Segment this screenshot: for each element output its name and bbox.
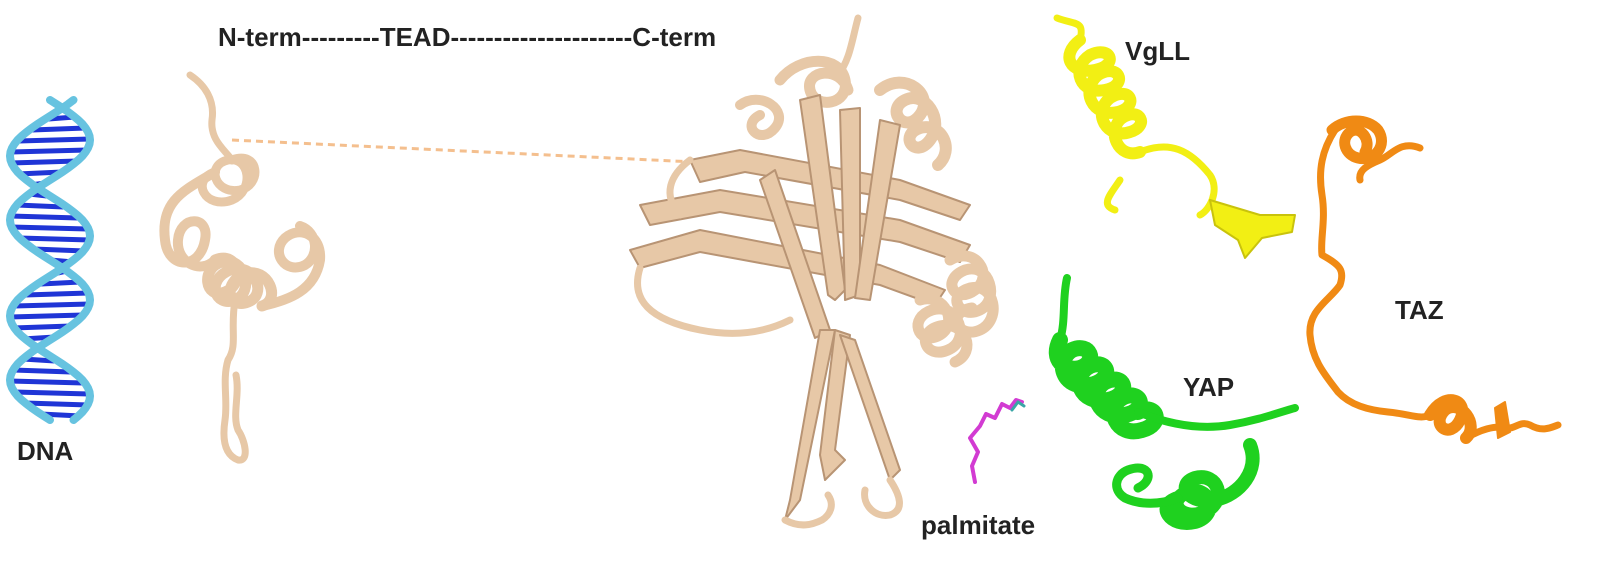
dna-base-pair <box>14 389 90 397</box>
dna-backbone-strand-1 <box>5 96 95 424</box>
dna-base-pair <box>9 312 84 320</box>
dna-base-pair <box>11 147 88 155</box>
yap-label: YAP <box>1183 372 1235 402</box>
dna-base-pair <box>14 301 90 309</box>
dna-base-pair <box>33 246 85 254</box>
dna-backbone-strand-2 <box>5 96 95 424</box>
yap-peptide <box>1048 274 1299 530</box>
dna-base-pair <box>16 202 64 210</box>
dna-base-pair <box>25 290 89 298</box>
dna-base-pair <box>19 235 90 243</box>
taz-peptide <box>1306 115 1562 444</box>
dna-base-pair <box>10 213 79 221</box>
dna-base-pair <box>40 279 81 287</box>
dna-base-pair <box>11 224 88 232</box>
dna-base-pair <box>10 158 78 166</box>
taz-label: TAZ <box>1395 295 1444 325</box>
dna-helix <box>5 96 95 424</box>
palmitate-label: palmitate <box>921 510 1036 540</box>
dna-base-pair <box>12 323 71 331</box>
dna-label: DNA <box>17 436 74 466</box>
dna-base-pair <box>18 136 91 144</box>
tead-n-terminal-domain <box>159 71 326 464</box>
dna-base-pair <box>12 367 71 375</box>
tead-linker-dashed <box>231 138 717 165</box>
tead-c-terminal-domain <box>629 14 999 529</box>
dna-base-pair <box>31 125 86 133</box>
dna-base-pair <box>25 400 89 408</box>
dna-base-pair <box>9 378 84 386</box>
vgll-peptide <box>1053 14 1296 259</box>
vgll-label: VgLL <box>1125 36 1190 66</box>
palmitate-molecule <box>968 398 1026 484</box>
tead-domain-bar-label: N-term---------TEAD---------------------… <box>218 22 717 52</box>
